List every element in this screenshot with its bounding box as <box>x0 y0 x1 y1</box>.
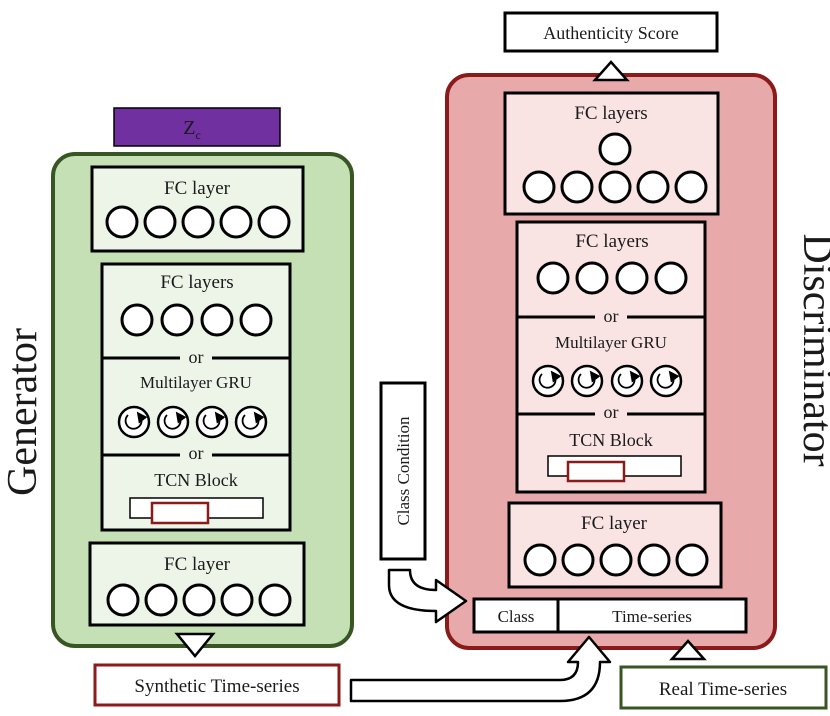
neuron <box>636 170 670 204</box>
real-series-arrow-icon <box>669 639 707 661</box>
gen-or-label-2: or <box>189 443 204 463</box>
neuron <box>239 303 273 337</box>
gen-fc-layers-neurons <box>120 303 273 337</box>
disc-or-bg-2 <box>595 402 627 422</box>
gen-or-bg-2 <box>180 443 212 463</box>
neuron <box>522 170 556 204</box>
neuron <box>105 205 139 239</box>
authenticity-arrow-icon <box>592 60 630 82</box>
gen-gru-label: Multilayer GRU <box>140 373 252 392</box>
neuron <box>599 543 633 577</box>
disc-fc-bottom-neurons <box>523 543 709 577</box>
recurrent-arrow-icon <box>163 411 187 430</box>
disc-or-bg-1 <box>595 306 627 326</box>
disc-middle-block <box>515 220 707 494</box>
disc-or-label-2: or <box>604 402 619 422</box>
neuron <box>654 261 688 295</box>
gen-tcn-kernel <box>150 501 210 525</box>
disc-fc-layers-top-label: FC layers <box>574 103 647 124</box>
neuron <box>615 261 649 295</box>
disc-tcn-kernel <box>566 460 626 483</box>
disc-input-series-box <box>556 597 748 634</box>
synthetic-series-box <box>93 663 341 707</box>
neuron <box>536 261 570 295</box>
neuron <box>106 583 140 617</box>
authenticity-score-box <box>503 11 719 53</box>
class-condition-arrow-icon <box>387 568 468 624</box>
gru-cell-icon <box>570 364 604 398</box>
disc-input-series-label: Time-series <box>612 607 692 626</box>
disc-gru-recurrent-arrows <box>538 370 680 389</box>
gru-cell-icon <box>117 405 151 439</box>
gru-cell-icon <box>531 364 565 398</box>
disc-input-class-label: Class <box>498 607 535 626</box>
recurrent-arrow-icon <box>202 411 226 430</box>
neuron <box>675 543 709 577</box>
synthetic-series-label: Synthetic Time-series <box>134 676 299 697</box>
disc-fc-top-neurons <box>522 132 708 204</box>
class-condition-box <box>379 381 427 561</box>
neuron <box>674 170 708 204</box>
gen-tcn-label: TCN Block <box>154 470 238 490</box>
gru-cell-icon <box>610 364 644 398</box>
real-series-label: Real Time-series <box>659 679 787 700</box>
neuron <box>523 543 557 577</box>
neuron <box>144 583 178 617</box>
recurrent-arrow-icon <box>538 370 562 389</box>
disc-fc-layers-neurons <box>536 261 688 295</box>
gen-fc-bottom-neurons <box>106 583 292 617</box>
class-condition-label: Class Condition <box>394 416 413 526</box>
gru-cell-icon <box>195 405 229 439</box>
neuron <box>257 205 291 239</box>
neuron <box>219 205 253 239</box>
zc-input-box <box>113 107 281 147</box>
gen-gru-recurrent-arrows <box>124 411 265 430</box>
recurrent-arrow-icon <box>617 370 641 389</box>
recurrent-arrow-icon <box>577 370 601 389</box>
disc-input-class-box <box>472 597 560 634</box>
synthetic-arrow-icon <box>349 635 612 703</box>
discriminator-title: Discriminator <box>794 233 830 466</box>
gen-or-label-1: or <box>189 347 204 367</box>
neuron <box>258 583 292 617</box>
real-series-box <box>619 665 828 710</box>
disc-or-label-1: or <box>604 306 619 326</box>
gen-output-arrow-icon <box>174 632 216 658</box>
disc-tcn-label: TCN Block <box>569 430 653 450</box>
authenticity-score-label: Authenticity Score <box>543 23 678 43</box>
neuron <box>160 303 194 337</box>
gen-fc-layer-bottom-label: FC layer <box>164 554 231 575</box>
zc-label: Zc <box>183 117 201 142</box>
neuron <box>200 303 234 337</box>
gru-cell-icon <box>156 405 190 439</box>
neuron <box>561 543 595 577</box>
neuron <box>575 261 609 295</box>
disc-fc-layer-bottom-label: FC layer <box>581 513 648 534</box>
gen-middle-block <box>100 262 292 532</box>
recurrent-arrow-icon <box>656 370 680 389</box>
gen-fc-layers-label: FC layers <box>160 272 233 293</box>
gen-fc-layer-top-label: FC layer <box>164 178 231 199</box>
neuron <box>181 205 215 239</box>
neuron <box>637 543 671 577</box>
disc-gru-label: Multilayer GRU <box>555 333 667 352</box>
neuron <box>182 583 216 617</box>
disc-fc-layers-label: FC layers <box>575 231 648 252</box>
gen-fc-top-neurons <box>105 205 291 239</box>
neuron <box>598 132 632 166</box>
recurrent-arrow-icon <box>124 411 148 430</box>
neuron <box>120 303 154 337</box>
neuron <box>143 205 177 239</box>
gru-cell-icon <box>234 405 268 439</box>
gen-or-bg-1 <box>180 347 212 367</box>
neuron <box>598 170 632 204</box>
neuron <box>220 583 254 617</box>
neuron <box>560 170 594 204</box>
recurrent-arrow-icon <box>241 411 265 430</box>
gru-cell-icon <box>649 364 683 398</box>
generator-title: Generator <box>0 328 46 496</box>
